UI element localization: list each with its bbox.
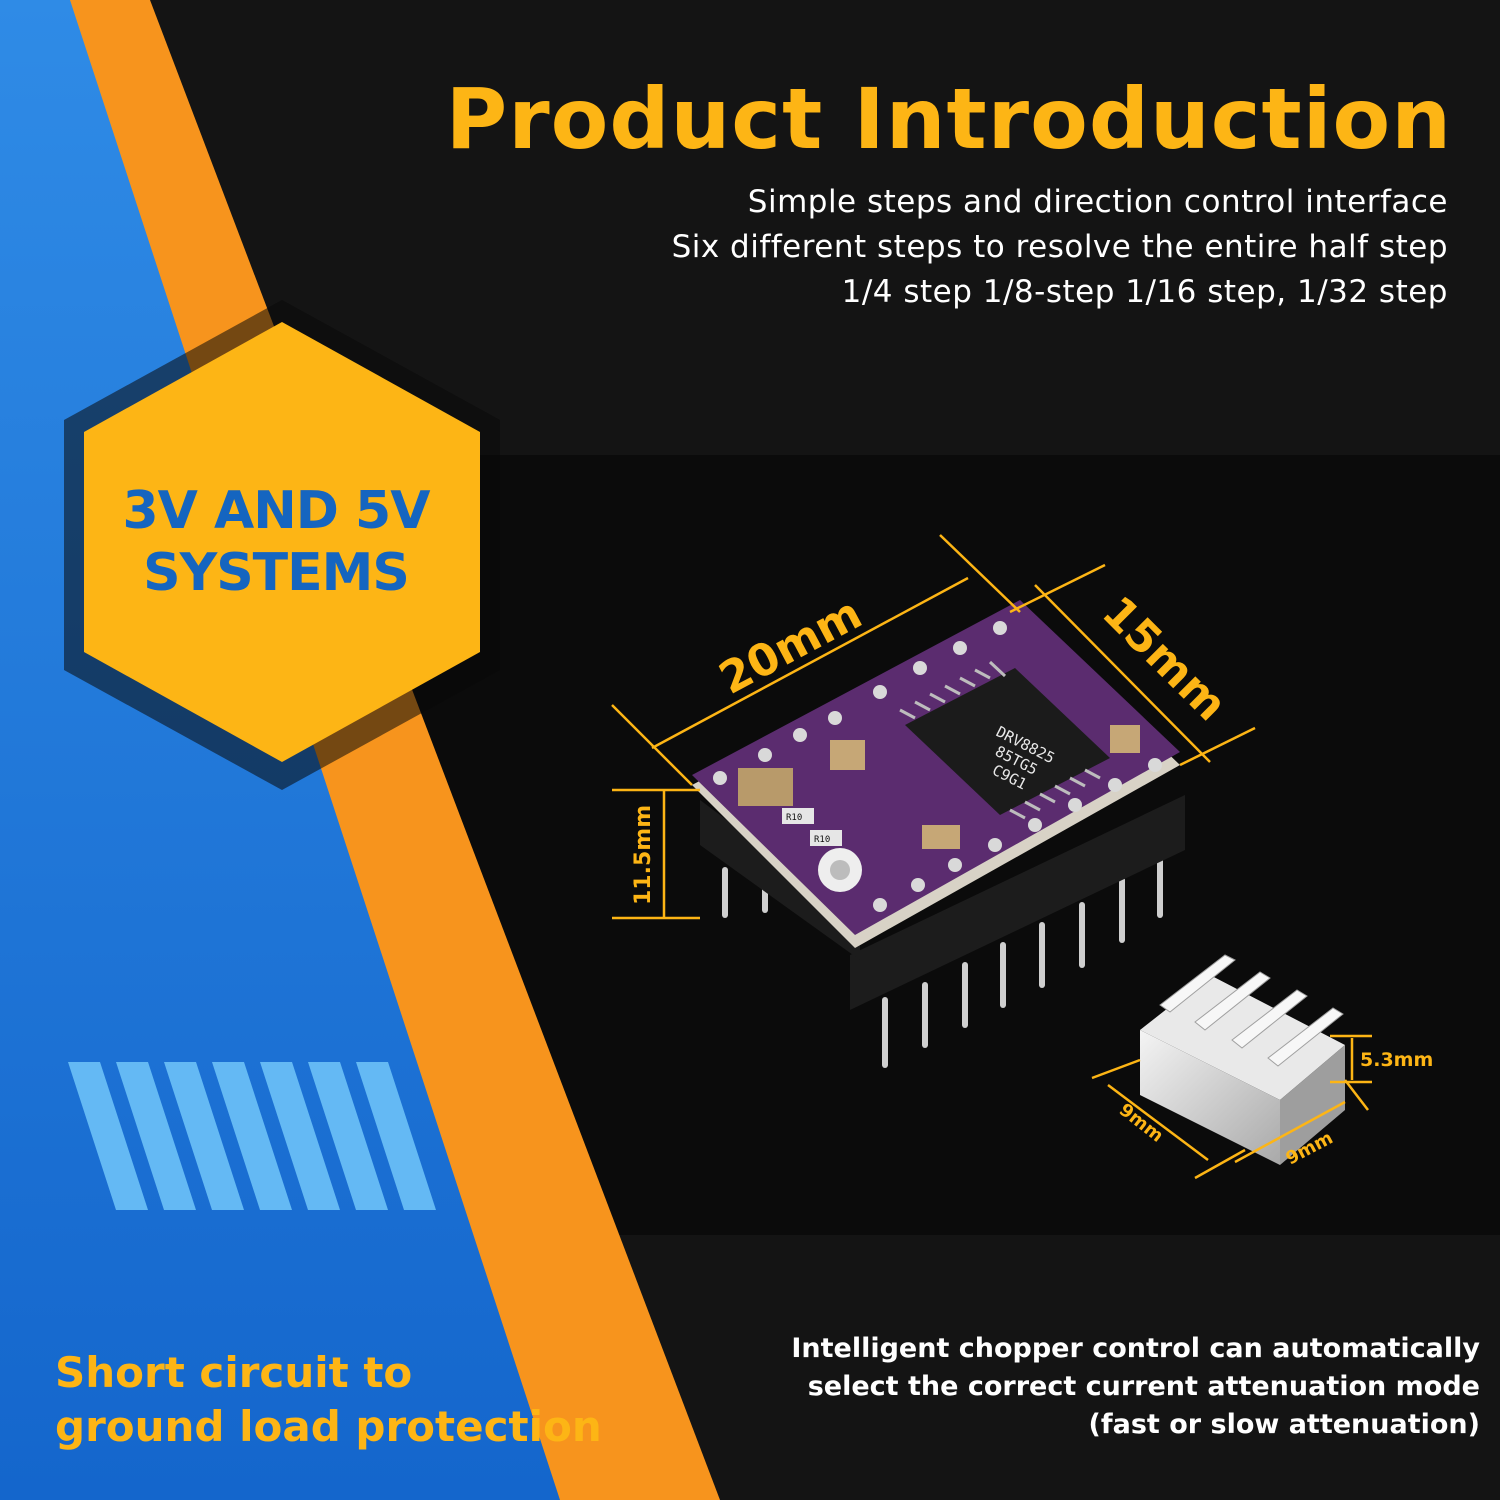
- chopper-line2: select the correct current attenuation m…: [807, 1371, 1480, 1402]
- resistor-1: [782, 808, 814, 824]
- dimension-height-label: 11.5mm: [631, 805, 656, 905]
- protection-text: Short circuit to ground load protection: [55, 1346, 602, 1454]
- protection-line2: ground load protection: [55, 1402, 602, 1451]
- chopper-control-text: Intelligent chopper control can automati…: [791, 1330, 1480, 1444]
- page-title: Product Introduction: [445, 70, 1452, 168]
- intro-line: Six different steps to resolve the entir…: [671, 229, 1448, 265]
- protection-line1: Short circuit to: [55, 1348, 413, 1397]
- intro-line: 1/4 step 1/8-step 1/16 step, 1/32 step: [841, 274, 1448, 310]
- badge-line2: SYSTEMS: [143, 543, 410, 603]
- badge-line1: 3V AND 5V: [122, 481, 431, 541]
- intro-text: Simple steps and direction control inter…: [672, 180, 1448, 315]
- heatsink-height-label: 5.3mm: [1360, 1049, 1433, 1071]
- resistor-2: [810, 830, 842, 846]
- resistor-label-2: R10: [814, 835, 830, 845]
- voltage-badge-text: 3V AND 5V SYSTEMS: [86, 480, 466, 604]
- driver-module: [692, 600, 1185, 1068]
- dimension-lines: [611, 534, 1372, 1180]
- badge-hexagon: [84, 322, 480, 762]
- chopper-line3: (fast or slow attenuation): [1088, 1409, 1480, 1440]
- heatsink: [1140, 954, 1345, 1165]
- resistor-label-1: R10: [786, 813, 802, 823]
- slanted-stripes-decoration: [68, 1062, 436, 1210]
- intro-line: Simple steps and direction control inter…: [747, 184, 1448, 220]
- chopper-line1: Intelligent chopper control can automati…: [791, 1333, 1480, 1364]
